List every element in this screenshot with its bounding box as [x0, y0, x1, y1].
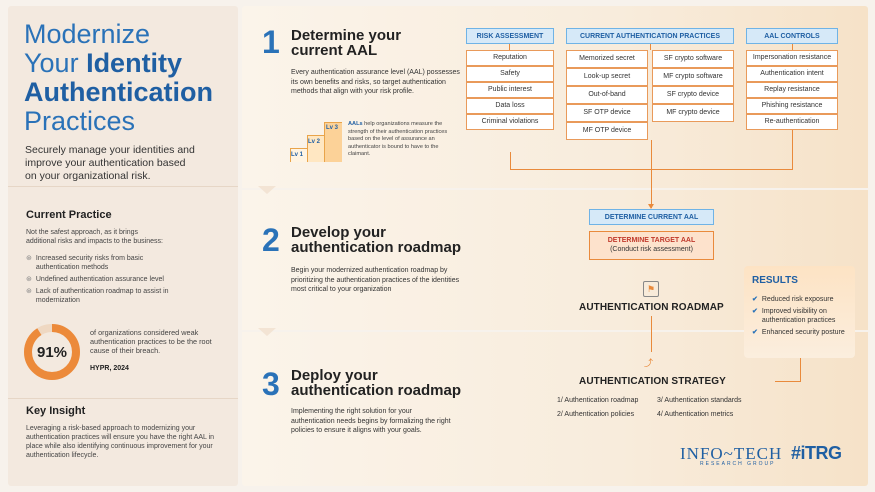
- connector: [650, 44, 651, 50]
- page-title: Modernize Your Identity Authentication P…: [24, 20, 234, 136]
- practice-item: SF crypto software: [652, 50, 734, 68]
- bullet-icon: ⊛: [26, 276, 32, 283]
- connector: [651, 140, 652, 208]
- divider: [8, 186, 238, 187]
- step1-number: 1: [262, 24, 280, 60]
- title-line-4: Practices: [24, 106, 136, 136]
- results-heading: RESULTS: [752, 275, 798, 286]
- connector: [800, 358, 801, 382]
- list-item: ✔Improved visibility on authentication p…: [752, 308, 836, 324]
- itrg-logo: #iTRG: [791, 443, 842, 463]
- title-line-1: Modernize: [24, 19, 151, 49]
- list-item: ✔Reduced risk exposure: [752, 296, 834, 303]
- left-panel: Modernize Your Identity Authentication P…: [8, 6, 238, 486]
- practices-header: CURRENT AUTHENTICATION PRACTICES: [566, 28, 734, 44]
- control-item: Replay resistance: [746, 82, 838, 98]
- donut-chart: [24, 324, 80, 380]
- level-label: Lv 3: [326, 125, 339, 131]
- aal-controls-header: AAL CONTROLS: [746, 28, 838, 44]
- current-practice-list: ⊛Increased security risks from basic aut…: [26, 254, 176, 305]
- determine-current-aal: DETERMINE CURRENT AAL: [589, 209, 714, 225]
- stat-text: of organizations considered weak authent…: [90, 328, 212, 355]
- risk-assessment-header: RISK ASSESSMENT: [466, 28, 554, 44]
- control-item: Re-authentication: [746, 114, 838, 130]
- chevron-down-icon: [258, 328, 276, 336]
- list-item: 2/ Authentication policies: [557, 411, 635, 418]
- practice-item: Look-up secret: [566, 68, 648, 86]
- connector: [510, 152, 511, 170]
- connector: [792, 44, 793, 50]
- current-practice-heading: Current Practice: [26, 209, 112, 221]
- step1-body: Every authentication assurance level (AA…: [291, 69, 460, 95]
- list-item: 4/ Authentication metrics: [657, 411, 734, 418]
- results-list: ✔Reduced risk exposure ✔Improved visibil…: [752, 295, 852, 340]
- connector: [509, 44, 510, 50]
- risk-item: Data loss: [466, 98, 554, 114]
- strategy-icon: ⤴: [644, 358, 654, 368]
- stat-source: HYPR, 2024: [90, 365, 129, 372]
- risk-item: Public interest: [466, 82, 554, 98]
- connector: [775, 381, 801, 382]
- infotech-logo-sub: RESEARCH GROUP: [700, 461, 776, 467]
- list-item: ✔Enhanced security posture: [752, 329, 845, 336]
- control-item: Impersonation resistance: [746, 50, 838, 66]
- key-insight-heading: Key Insight: [26, 405, 86, 417]
- title-line-2a: Your: [24, 48, 87, 78]
- practice-item: SF crypto device: [652, 86, 734, 104]
- divider: [8, 398, 238, 399]
- step3-title: Deploy your authentication roadmap: [291, 367, 462, 399]
- list-item: ⊛Lack of authentication roadmap to assis…: [26, 288, 169, 304]
- step2-number: 2: [262, 222, 280, 258]
- list-item: ⊛Undefined authentication assurance leve…: [26, 276, 164, 283]
- current-practice-intro: Not the safest approach, as it brings ad…: [26, 229, 163, 245]
- level-label: Lv 2: [308, 139, 321, 145]
- authentication-roadmap-label: AUTHENTICATION ROADMAP: [579, 302, 724, 313]
- step2-body: Begin your modernized authentication roa…: [291, 267, 460, 293]
- connector: [651, 316, 652, 352]
- bullet-icon: ⊛: [26, 255, 32, 262]
- check-icon: ✔: [752, 308, 758, 315]
- authentication-strategy-label: AUTHENTICATION STRATEGY: [579, 376, 726, 387]
- key-insight-text: Leveraging a risk-based approach to mode…: [26, 425, 215, 459]
- step3-body: Implementing the right solution for your…: [291, 408, 451, 434]
- risk-item: Safety: [466, 66, 554, 82]
- control-item: Authentication intent: [746, 66, 838, 82]
- list-item: 3/ Authentication standards: [657, 397, 742, 404]
- results-panel: RESULTS ✔Reduced risk exposure ✔Improved…: [744, 266, 855, 358]
- stat-donut: 91%: [22, 322, 82, 382]
- subtitle: Securely manage your identities and impr…: [25, 144, 195, 182]
- risk-item: Criminal violations: [466, 114, 554, 130]
- infotech-logo: INFO~TECH: [680, 444, 783, 463]
- roadmap-icon: ⚑: [643, 281, 659, 297]
- bullet-icon: ⊛: [26, 288, 32, 295]
- title-line-3: Authentication: [24, 77, 213, 107]
- connector: [792, 130, 793, 170]
- check-icon: ✔: [752, 329, 758, 336]
- practice-item: Out-of-band: [566, 86, 648, 104]
- determine-target-aal: DETERMINE TARGET AAL (Conduct risk asses…: [589, 231, 714, 260]
- step2-title: Develop your authentication roadmap: [291, 224, 462, 256]
- practice-item: Memorized secret: [566, 50, 648, 68]
- practice-item: MF crypto device: [652, 104, 734, 122]
- practice-item: MF OTP device: [566, 122, 648, 140]
- practice-item: SF OTP device: [566, 104, 648, 122]
- step1-title: Determine your current AAL: [291, 27, 402, 59]
- aal-note: AALs help organizations measure the stre…: [348, 121, 448, 158]
- arrow-down-icon: [648, 204, 654, 209]
- check-icon: ✔: [752, 296, 758, 303]
- risk-item: Reputation: [466, 50, 554, 66]
- list-item: ⊛Increased security risks from basic aut…: [26, 255, 144, 271]
- practice-item: MF crypto software: [652, 68, 734, 86]
- chevron-down-icon: [258, 186, 276, 194]
- control-item: Phishing resistance: [746, 98, 838, 114]
- level-label: Lv 1: [291, 152, 304, 158]
- step3-number: 3: [262, 366, 280, 402]
- aal-stairs-icon: Lv 1 Lv 2 Lv 3: [290, 122, 342, 162]
- title-line-2b: Identity: [86, 48, 183, 78]
- list-item: 1/ Authentication roadmap: [557, 397, 639, 404]
- donut-fill: [24, 324, 80, 380]
- stat-value: 91%: [36, 344, 68, 361]
